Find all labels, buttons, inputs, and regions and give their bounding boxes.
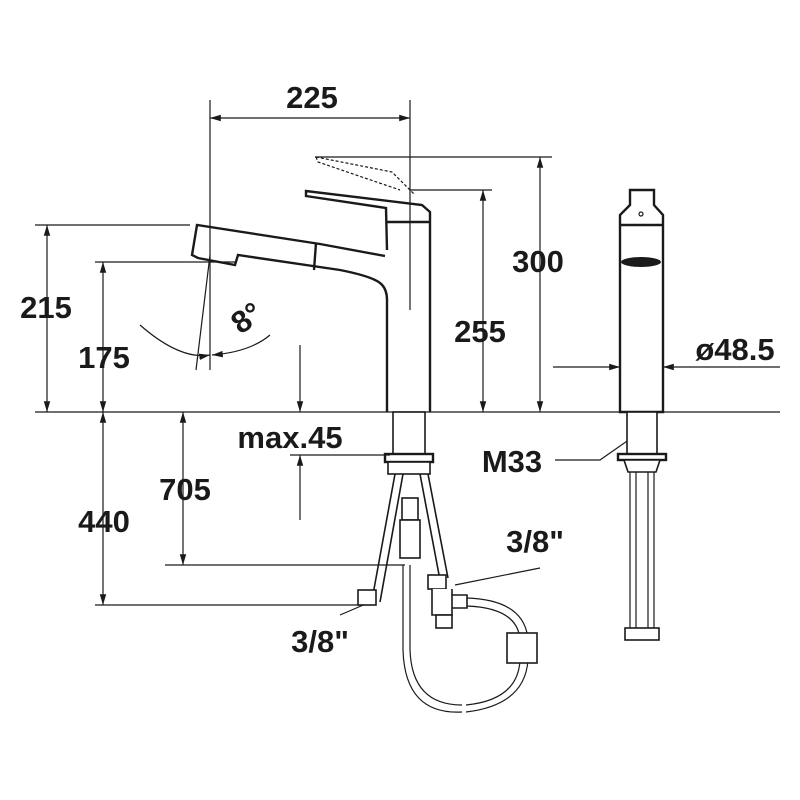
faucet-front-view [190, 156, 538, 713]
dimension-depth-705: 705 [159, 472, 211, 507]
diameter-label: ø48.5 [695, 332, 774, 367]
dimension-height-175: 175 [78, 340, 130, 375]
dimension-lines [35, 100, 780, 616]
connection-label-left: 3/8" [291, 624, 349, 659]
faucet-side-view [616, 188, 668, 641]
dimension-height-255: 255 [454, 314, 506, 349]
connection-label-right: 3/8" [506, 524, 564, 559]
dimension-depth-440: 440 [78, 504, 130, 539]
dimension-width-225: 225 [286, 80, 338, 115]
thread-label: M33 [482, 444, 542, 479]
dimension-angle: 8° [224, 295, 268, 341]
dimension-max-45: max.45 [237, 420, 342, 455]
dimension-height-300: 300 [512, 244, 564, 279]
dimension-height-215: 215 [20, 290, 72, 325]
